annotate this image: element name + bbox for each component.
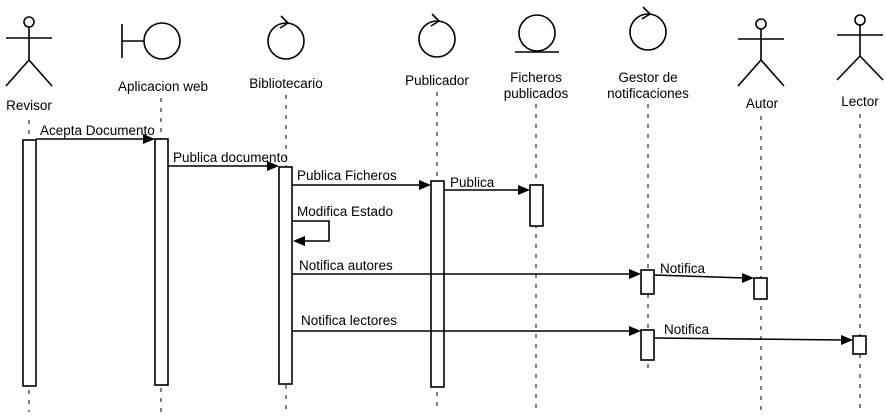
- control-icon: [267, 15, 305, 60]
- participant-label-autor: Autor: [746, 96, 779, 111]
- participant-label-revisor: Revisor: [6, 98, 52, 113]
- activation-gestor-2: [640, 329, 655, 361]
- activation-bibliotecario: [278, 166, 293, 385]
- activation-lector: [852, 335, 867, 355]
- message-arrow: [292, 326, 641, 336]
- message-arrow: [292, 180, 431, 190]
- actor-icon: [5, 16, 53, 87]
- activation-gestor-1: [640, 269, 655, 295]
- participant-label-gestor-line1: Gestor de: [618, 70, 677, 85]
- actor-icon: [737, 18, 785, 87]
- activation-autor: [753, 277, 768, 300]
- self-message-arrow: [292, 220, 330, 246]
- control-icon: [629, 6, 667, 51]
- participant-label-gestor-line2: notificaciones: [607, 86, 689, 101]
- boundary-icon: [121, 22, 181, 60]
- message-label: Notifica lectores: [301, 313, 397, 328]
- message-label: Notifica autores: [299, 258, 393, 273]
- message-arrow: [168, 161, 279, 171]
- participant-label-lector: Lector: [841, 94, 879, 109]
- activations: [22, 138, 867, 388]
- participant-label-bibliotecario: Bibliotecario: [249, 76, 323, 91]
- message-label: Publica documento: [173, 150, 288, 165]
- actor-icon: [836, 14, 884, 81]
- activation-revisor: [22, 139, 37, 387]
- activation-publicador: [430, 180, 445, 388]
- message-label: Modifica Estado: [297, 204, 393, 219]
- message-label: Publica Ficheros: [297, 168, 397, 183]
- message-label: Acepta Documento: [40, 123, 155, 138]
- participant-label-ficheros-line1: Ficheros: [510, 70, 562, 85]
- message-arrow: [292, 269, 641, 279]
- message-arrow: [653, 335, 853, 345]
- participant-label-publicador: Publicador: [405, 73, 469, 88]
- message-arrow: [653, 273, 754, 283]
- activation-aplicacion-web: [154, 138, 169, 386]
- participant-label-ficheros-line2: publicados: [504, 86, 569, 101]
- message-label: Publica: [450, 175, 495, 190]
- message-label: Notifica: [660, 261, 706, 276]
- message-arrow: [36, 134, 155, 144]
- participant-label-aplicacion-web: Aplicacion web: [118, 79, 208, 94]
- control-icon: [418, 13, 456, 58]
- entity-icon: [515, 14, 559, 53]
- message-label: Notifica: [664, 322, 710, 337]
- activation-ficheros: [529, 184, 544, 227]
- message-arrow: [444, 185, 530, 195]
